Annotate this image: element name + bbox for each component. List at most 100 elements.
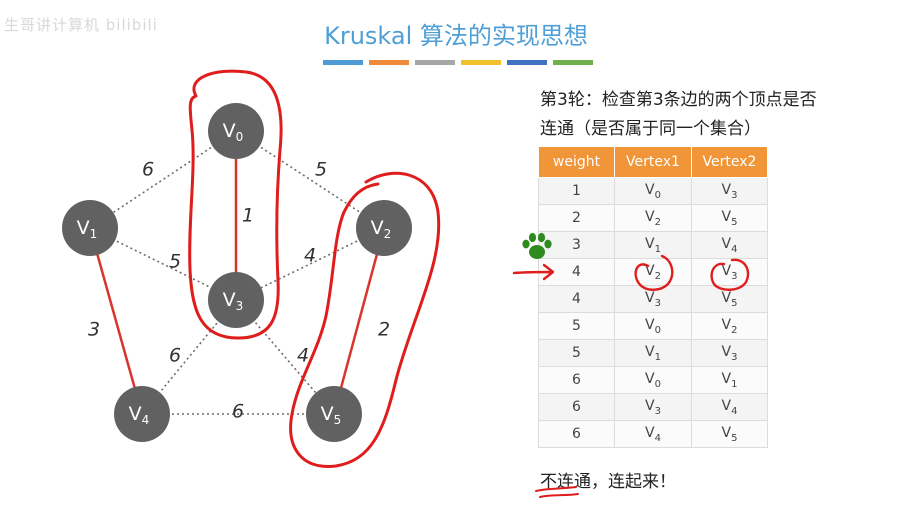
cell-weight: 5 [538,339,615,367]
vertex-name: V1 [645,343,661,363]
edge-weight-v2-v3: 4 [304,245,316,267]
cell-weight: 6 [538,420,615,448]
edge-weight-v0-v1: 6 [142,159,154,181]
cell-vertex2: V3 [691,258,768,286]
cell-weight: 1 [538,177,615,205]
cell-vertex2: V5 [691,285,768,313]
cell-vertex1: V3 [614,393,692,421]
vertex-name: V4 [721,235,738,255]
cell-vertex2: V4 [691,231,768,259]
vertex-name: V1 [645,235,661,255]
vertex-name: V0 [645,370,661,390]
cell-vertex1: V0 [614,177,692,205]
conclusion-text: 不连通，连起来！ [540,472,676,492]
cell-vertex2: V3 [691,339,768,367]
color-bar-segment [369,60,409,65]
edge-weight-v2-v5: 2 [378,319,390,341]
vertex-name: V3 [721,343,738,363]
table-row-current: 4 V2 V3 [538,258,768,286]
edge-weight-v0-v2: 5 [315,159,327,181]
table-header-row: weight Vertex1 Vertex2 [538,146,768,178]
table-row: 2 V2 V5 [538,204,768,232]
cell-vertex2: V5 [691,420,768,448]
vertex-label: V4 [129,403,150,427]
vertex-name: V2 [645,208,661,228]
question-line-1: 第3轮：检查第3条边的两个顶点是否 [540,90,817,110]
vertex-name: V2 [721,316,738,336]
cell-weight: 5 [538,312,615,340]
color-bar-segment [323,60,363,65]
question-line-2: 连通（是否属于同一个集合） [540,119,761,139]
cell-vertex1: V3 [614,285,692,313]
title-color-bar [323,60,593,66]
edge-v0-v1 [89,130,237,229]
vertex-name: V5 [721,208,738,228]
vertex-name: V3 [645,397,661,417]
vertex-name: V0 [645,316,661,336]
table-row: 4 V3 V5 [538,285,768,313]
cell-vertex1: V1 [614,339,692,367]
vertex-name: V2 [645,262,661,282]
round-question: 第3轮：检查第3条边的两个顶点是否 连通（是否属于同一个集合） [540,86,880,144]
vertex-v5: V5 [306,386,362,442]
cell-weight: 6 [538,366,615,394]
vertex-name: V3 [721,262,738,282]
cell-vertex2: V4 [691,393,768,421]
vertex-name: V3 [721,181,738,201]
paw-pointer-icon [522,232,552,259]
vertex-name: V4 [645,424,661,444]
header-vertex2: Vertex2 [691,146,768,178]
vertex-name: V5 [721,289,738,309]
cell-vertex1: V4 [614,420,692,448]
edge-weight-v3-v4: 6 [169,345,181,367]
vertex-label: V1 [77,217,98,241]
cell-weight: 4 [538,285,615,313]
cell-weight: 6 [538,393,615,421]
table-row: 6 V4 V5 [538,420,768,448]
cell-weight: 4 [538,258,615,286]
vertex-circle [62,200,118,256]
vertex-name: V3 [645,289,661,309]
table-row: 1 V0 V3 [538,177,768,205]
vertex-name: V1 [721,370,738,390]
vertex-name: V5 [721,424,738,444]
edge-weight-v4-v5: 6 [232,401,244,423]
slide-title: Kruskal 算法的实现思想 [324,22,588,50]
cell-vertex1: V2 [614,258,692,286]
vertex-name: V4 [721,397,738,417]
header-vertex1: Vertex1 [614,146,692,178]
vertex-circle [114,386,170,442]
cell-vertex1: V1 [614,231,692,259]
vertex-v2: V2 [356,200,412,256]
color-bar-segment [415,60,455,65]
color-bar-segment [507,60,547,65]
cell-vertex2: V2 [691,312,768,340]
edge-v1-v4 [88,227,144,415]
edge-v2-v5 [332,227,386,415]
edge-weight-v0-v3: 1 [242,205,254,227]
vertex-v4: V4 [114,386,170,442]
table-row: 6 V3 V4 [538,393,768,421]
color-bar-segment [553,60,593,65]
edge-weight-v1-v3: 5 [169,251,181,273]
vertex-v3: V3 [208,272,264,328]
vertex-v0: V0 [208,103,264,159]
header-weight: weight [538,146,615,178]
cell-vertex1: V0 [614,312,692,340]
table-row: 6 V0 V1 [538,366,768,394]
cell-vertex2: V3 [691,177,768,205]
edge-weight-v3-v5: 4 [297,345,309,367]
cell-vertex1: V2 [614,204,692,232]
cell-weight: 2 [538,204,615,232]
table-row: 5 V0 V2 [538,312,768,340]
cell-vertex2: V1 [691,366,768,394]
color-bar-segment [461,60,501,65]
vertex-name: V0 [645,181,661,201]
vertex-v1: V1 [62,200,118,256]
watermark: 生哥讲计算机 bilibili [4,16,158,34]
cell-vertex1: V0 [614,366,692,394]
